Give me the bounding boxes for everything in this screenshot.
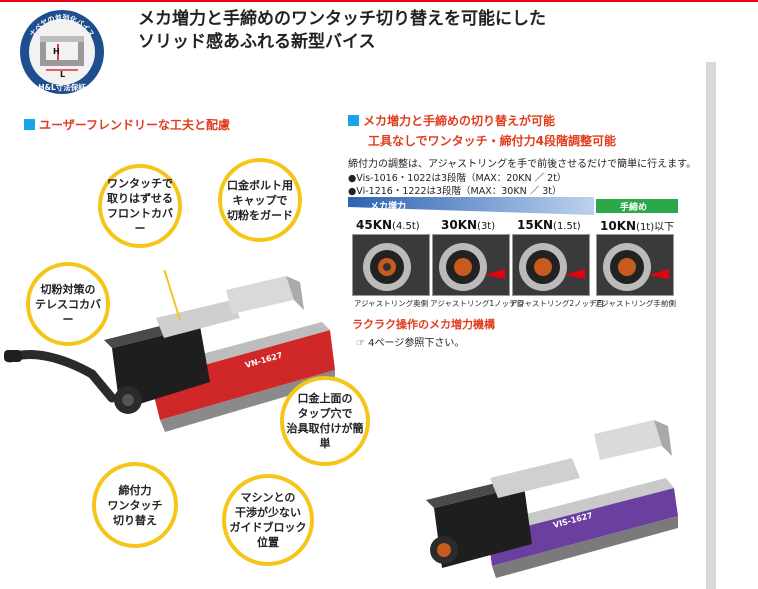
stage-3-label: 15KN(1.5t) bbox=[517, 218, 581, 232]
adjust-ring-photo-4 bbox=[596, 234, 674, 296]
vise-illustration-right: VIS-1627 bbox=[426, 420, 678, 578]
spec-line-2: ●Vi-1216・1222は3段階（MAX：30KN ／ 3t） bbox=[348, 186, 562, 197]
stage-2-caption: アジャストリング1ノッチ目 bbox=[430, 299, 524, 308]
hl-guarantee-badge: H L ナベヤの並列化バイス H&L寸法保証 bbox=[20, 10, 104, 94]
callout-guide-block: マシンとの 干渉が少ない ガイドブロック位置 bbox=[222, 474, 314, 566]
badge-l-label: L bbox=[60, 70, 65, 79]
headline-line-2: ソリッド感あふれる新型バイス bbox=[138, 32, 376, 52]
pointing-hand-icon: ☞ bbox=[356, 338, 365, 349]
bullet-square-icon bbox=[24, 119, 35, 130]
adjust-ring-photo-2 bbox=[432, 234, 510, 296]
stage-1-label: 45KN(4.5t) bbox=[356, 218, 420, 232]
stage-3-caption: アジャストリング2ノッチ目 bbox=[510, 299, 604, 308]
bullet-square-icon bbox=[348, 115, 359, 126]
spec-line-1: ●Vis-1016・1022は3段階（MAX：20KN ／ 2t） bbox=[348, 173, 567, 184]
rakuraku-title: ラクラク操作のメカ増力機構 bbox=[352, 318, 495, 331]
top-rule bbox=[0, 0, 758, 2]
callout-clamp-switch: 締付力 ワンタッチ 切り替え bbox=[92, 462, 178, 548]
vise-illustration-left: VN-1627 bbox=[4, 270, 335, 432]
force-range-bar bbox=[348, 197, 678, 215]
left-section-title: ユーザーフレンドリーな工夫と配慮 bbox=[24, 116, 230, 133]
reference-note: ☞ 4ページ参照下さい。 bbox=[356, 338, 465, 349]
stage-2-label: 30KN(3t) bbox=[441, 218, 496, 232]
right-section-title-1: メカ増力と手締めの切り替えが可能 bbox=[348, 112, 555, 129]
mecha-label: メカ増力 bbox=[370, 202, 407, 212]
callout-front-cover: ワンタッチで 取りはずせる フロントカバー bbox=[98, 164, 182, 248]
stage-1-caption: アジャストリング奥側 bbox=[353, 299, 429, 308]
right-edge-bar bbox=[706, 62, 716, 589]
page-headline: メカ増力と手締めのワンタッチ切り替えを可能にした ソリッド感あふれる新型バイス bbox=[138, 8, 546, 54]
badge-bottom-text: H&L寸法保証 bbox=[38, 82, 86, 92]
adjust-ring-photo-1 bbox=[352, 234, 430, 296]
callout-bolt-cap: 口金ボルト用 キャップで 切粉をガード bbox=[218, 158, 302, 242]
hand-label: 手締め bbox=[620, 203, 648, 213]
callout-telescopic-cover: 切粉対策の テレスコカバー bbox=[26, 262, 110, 346]
badge-h-label: H bbox=[53, 47, 60, 56]
callout-tap-holes: 口金上面の タップ穴で 治具取付けが簡単 bbox=[280, 376, 370, 466]
adjust-ring-photo-3 bbox=[512, 234, 590, 296]
stage-4-caption: アジャストリング手前側 bbox=[594, 299, 676, 308]
stage-4-label: 10KN(1t)以下 bbox=[600, 219, 675, 233]
right-description: 締付力の調整は、アジャストリングを手で前後させるだけで簡単に行えます。 bbox=[348, 159, 697, 170]
right-section-title-2: 工具なしでワンタッチ・締付力4段階調整可能 bbox=[368, 134, 616, 148]
headline-line-1: メカ増力と手締めのワンタッチ切り替えを可能にした bbox=[138, 9, 546, 29]
